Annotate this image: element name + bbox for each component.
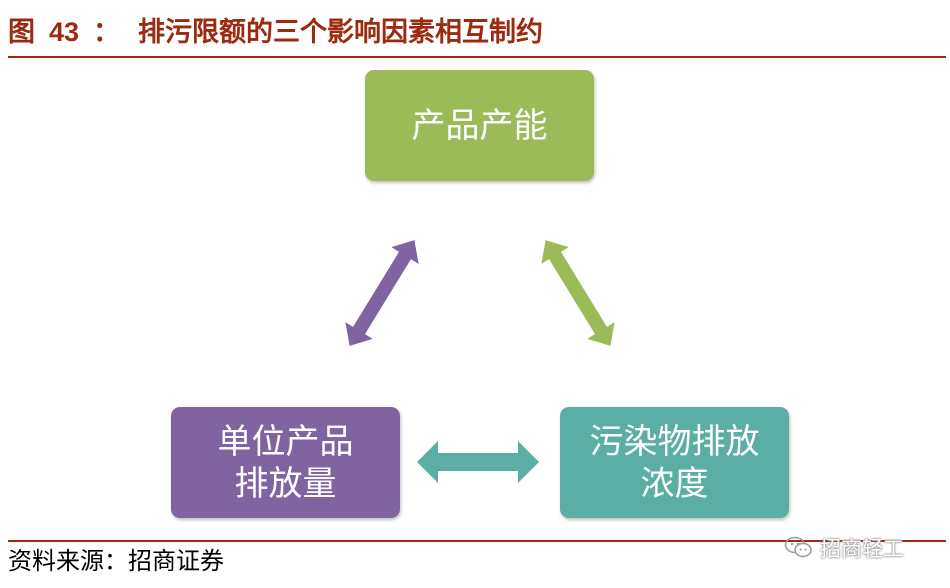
node-label-line2: 排放量: [234, 463, 337, 504]
double-arrow-shape: [345, 240, 419, 346]
node-product-capacity: 产品产能: [365, 70, 594, 181]
node-pollutant-concentration: 污染物排放 浓度: [560, 407, 789, 518]
source-note: 资料来源：招商证券: [8, 547, 224, 575]
node-label: 产品产能: [411, 105, 548, 146]
figure-label: 图: [8, 17, 35, 48]
arrow-unit-capacity: [345, 240, 419, 346]
watermark-text: 招商轻工: [820, 537, 904, 561]
double-arrow-shape: [541, 240, 615, 346]
title-separator: ：: [93, 17, 121, 48]
node-unit-emission: 单位产品 排放量: [171, 407, 400, 518]
figure-title-text: 排污限额的三个影响因素相互制约: [138, 17, 544, 48]
wechat-icon: [784, 536, 812, 558]
title-divider: [8, 56, 946, 58]
double-arrow-shape: [417, 441, 539, 483]
arrow-capacity-pollutant: [541, 240, 615, 346]
figure-title: 图 43 ： 排污限额的三个影响因素相互制约: [8, 12, 543, 52]
watermark: 招商轻工: [784, 533, 904, 563]
node-label-line1: 污染物排放: [589, 421, 760, 462]
node-label-line1: 单位产品: [217, 421, 354, 462]
arrow-unit-pollutant: [417, 441, 539, 483]
node-label-line2: 浓度: [640, 463, 709, 504]
figure-number: 43: [49, 17, 80, 47]
footer-divider: [8, 540, 946, 542]
